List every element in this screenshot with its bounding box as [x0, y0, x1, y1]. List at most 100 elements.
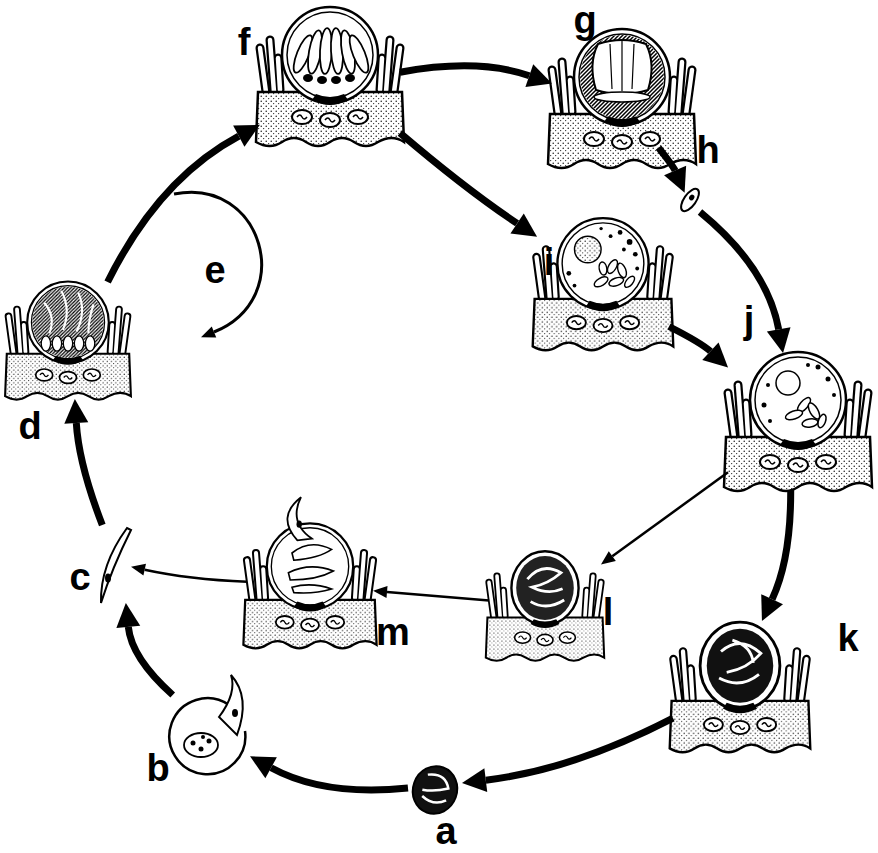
excysting-oocyst-part-part: [199, 747, 204, 752]
meront-cell-part-part: [317, 76, 327, 84]
meront-cell-part-part: [74, 336, 83, 351]
meront-cell: [5, 281, 131, 399]
merozoite-part: [688, 194, 696, 202]
excysting-oocyst-part-part: [191, 741, 196, 746]
stage-letter: k: [837, 619, 858, 657]
gamont-cell-part-part: [766, 383, 770, 387]
meront-cell-part: [290, 28, 372, 75]
gamont-cell-part-part: [762, 403, 767, 408]
oocyst-cell-part: [527, 568, 564, 606]
meront-cell-part: [592, 40, 651, 94]
cycle-arrow: [387, 592, 489, 601]
oocyst-cell-part: [531, 619, 560, 628]
oocyst-cell-part: [707, 629, 774, 703]
gamont-cell-part-part: [633, 252, 638, 257]
meront-cell-part-part: [52, 336, 61, 351]
gamont-cell-part: [776, 371, 800, 395]
oocyst-cell-part-part: [292, 545, 332, 560]
meront-cell-part-part: [345, 74, 355, 82]
sporozoite: [101, 528, 131, 603]
merozoite: [678, 186, 703, 214]
meront-cell-part: [574, 29, 670, 127]
excysting-oocyst-part-part: [201, 735, 205, 739]
life-stage: i: [537, 219, 669, 349]
excysting-oocyst-part: [232, 709, 238, 717]
excysting-oocyst: [169, 675, 245, 774]
stage-letter: d: [18, 407, 41, 445]
cycle-arrow: [772, 490, 791, 599]
meront-cell-part: [41, 336, 95, 351]
oocyst-cell-part: [288, 545, 333, 593]
merozoite-part: [678, 186, 703, 214]
gamont-cell-part-part: [768, 419, 772, 423]
oocyst-cell-part: [723, 703, 757, 713]
gamont-cell-part-part: [623, 275, 637, 289]
meront-cell-part: [610, 41, 634, 91]
excysting-oocyst-part: [191, 735, 212, 752]
sporozoite-part: [101, 528, 131, 603]
meront-cell-part: [32, 287, 103, 358]
excysting-oocyst-part-part: [207, 739, 212, 744]
sporozoite-part: [105, 574, 111, 583]
meront-cell: [256, 7, 404, 146]
life-stage: b: [165, 695, 250, 778]
meront-cell-part: [594, 92, 650, 102]
life-stage: f: [260, 8, 400, 145]
oocyst-cell: [243, 497, 376, 648]
meront-cell-part: [580, 35, 664, 119]
gamont-cell-part-part: [609, 234, 613, 238]
meront-cell-part-part: [303, 74, 313, 82]
cycle-arrow: [76, 423, 102, 525]
life-stage: g: [552, 30, 692, 167]
oocyst-cell: [670, 622, 811, 752]
cycle-arrow: [486, 718, 673, 780]
stage-letter: h: [696, 131, 719, 169]
meront-cell-part: [303, 74, 355, 84]
stage-letter: l: [603, 593, 614, 631]
gamont-cell-part-part: [593, 275, 610, 289]
stage-letter: a: [435, 812, 456, 850]
oocyst-cell-part: [719, 640, 761, 683]
cycle-arrow: [700, 212, 779, 329]
gamont-cell-part: [557, 218, 648, 311]
stage-letter: i: [544, 243, 555, 281]
life-stage: m: [247, 524, 373, 647]
recycling-arrow: [174, 192, 262, 332]
gamont-cell-part-part: [616, 262, 628, 279]
excysting-oocyst-part: [169, 698, 245, 774]
gamont-cell-part-part: [622, 248, 626, 252]
oocyst-cell-part: [700, 622, 780, 709]
cycle-arrow: [128, 627, 172, 695]
meront-cell-part: [44, 291, 93, 334]
life-stage: k: [673, 621, 807, 751]
excysting-oocyst-part: [219, 675, 243, 735]
gamont-cell-part-part: [618, 230, 623, 235]
gamont-cell-part: [784, 396, 828, 429]
meront-cell-part-part: [41, 336, 50, 351]
life-stage: a: [408, 765, 462, 812]
oocyst-cell: [486, 551, 604, 661]
meront-cell: [548, 29, 696, 168]
oocyst-cell-part: [511, 551, 578, 625]
gamont-cell-part-part: [816, 365, 821, 370]
excysting-oocyst-part: [184, 733, 218, 757]
stage-letter: b: [146, 749, 169, 787]
gamont-cell-part-part: [832, 393, 836, 397]
gamont-cell-part-part: [816, 413, 827, 429]
gamont-cell: [533, 218, 674, 350]
stage-letter: f: [238, 23, 251, 61]
gamont-cell-part-part: [573, 284, 577, 288]
gamont-cell-part: [575, 236, 602, 263]
gamont-cell-part-part: [784, 408, 804, 422]
gamont-cell-part-part: [826, 377, 831, 382]
meront-cell-part-part: [331, 76, 341, 84]
gamont-cell-part-part: [608, 276, 625, 288]
oocyst-cell-part-part: [292, 585, 332, 593]
oocyst-cell-part: [297, 521, 302, 528]
life-stage: d: [8, 282, 128, 399]
cycle-arrow: [271, 768, 408, 790]
oocyst-cell-part-part: [288, 567, 333, 580]
meront-cell-part-part: [346, 33, 372, 75]
